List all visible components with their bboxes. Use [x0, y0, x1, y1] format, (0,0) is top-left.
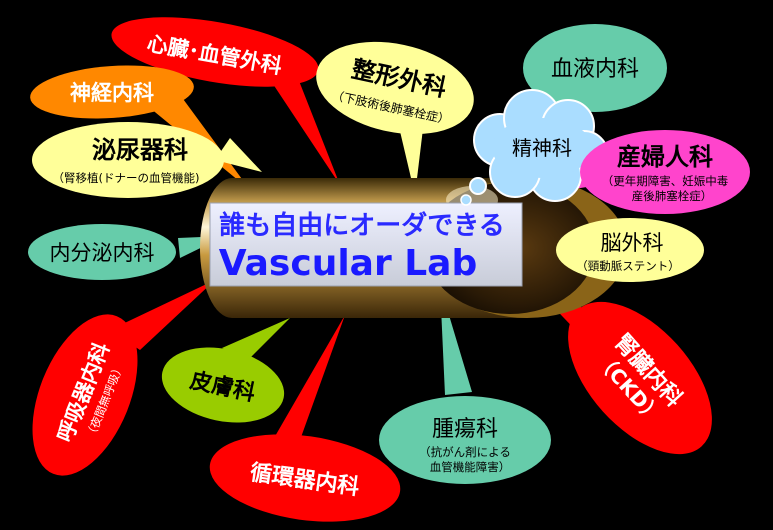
dept-sub-1: （更年期障害、妊娠中毒: [602, 174, 729, 188]
bubble-shape: [523, 24, 667, 112]
bubble-shape: [316, 41, 474, 135]
dept-title: 血液内科: [551, 57, 639, 82]
dept-sub-1: （抗がん剤による: [419, 445, 511, 459]
bubble-dermatology[interactable]: 皮膚科: [155, 337, 291, 433]
bubble-obgyn[interactable]: 産婦人科 （更年期障害、妊娠中毒 産後肺塞栓症）: [580, 130, 750, 214]
dept-title: 脳外科: [601, 231, 664, 255]
tail-dermatology: [222, 318, 290, 360]
dept-title: 神経内科: [70, 81, 154, 105]
dept-sub: （腎移植(ドナーの血管機能): [53, 171, 200, 185]
bubble-cardiology[interactable]: 循環器内科: [204, 423, 406, 530]
dept-sub: （頸動脈ステント）: [576, 259, 680, 273]
bubble-shape: [30, 65, 194, 119]
bubble-shape: [209, 434, 401, 522]
dept-title: 精神科: [512, 136, 572, 160]
center-label: 誰も自由にオーダできる Vascular Lab: [209, 202, 523, 287]
bubble-endocrinology[interactable]: 内分泌内科: [28, 224, 176, 280]
dept-title: 産婦人科: [617, 143, 713, 171]
center-line-2: Vascular Lab: [219, 243, 478, 284]
center-label-box: [209, 202, 523, 287]
bubble-respiratory[interactable]: 呼吸器内科 （夜間無呼吸）: [11, 299, 158, 490]
tail-cardiovascular-surgery: [265, 58, 340, 185]
bubble-oncology[interactable]: 腫瘍科 （抗がん剤による 血管機能障害）: [379, 396, 551, 484]
dept-title: 内分泌内科: [50, 241, 155, 265]
dept-sub-2: 産後肺塞栓症）: [632, 189, 713, 203]
bubble-nephrology[interactable]: 腎臓内科 （CKD）: [541, 276, 738, 480]
tail-cardiology: [270, 315, 345, 445]
bubble-hematology[interactable]: 血液内科: [523, 24, 667, 112]
bubble-shape: [568, 301, 712, 455]
tail-urology: [215, 138, 262, 172]
thought-dot: [469, 177, 487, 195]
bubble-orthopedics[interactable]: 整形外科 （下肢術後肺塞栓症）: [308, 28, 483, 147]
bubble-shape: [161, 347, 285, 423]
bubble-shape: [32, 314, 138, 476]
thought-dot: [460, 194, 472, 206]
bubble-shape: [580, 130, 750, 214]
bubble-shape: [556, 218, 704, 282]
bubble-neurology[interactable]: 神経内科: [28, 60, 195, 123]
dept-title: 泌尿器科: [92, 136, 188, 164]
bubble-urology[interactable]: 泌尿器科 （腎移植(ドナーの血管機能): [32, 122, 224, 198]
bubble-psychiatry[interactable]: 精神科: [460, 89, 609, 206]
bubble-shape: [28, 224, 176, 280]
dept-sub-2: 血管機能障害）: [430, 460, 511, 474]
tail-respiratory: [110, 280, 215, 350]
dept-title: 腫瘍科: [432, 417, 498, 442]
bubble-shape: [379, 396, 551, 484]
bubble-shape: [32, 122, 224, 198]
bubble-neurosurgery[interactable]: 脳外科 （頸動脈ステント）: [556, 218, 704, 282]
center-line-1: 誰も自由にオーダできる: [219, 210, 504, 241]
